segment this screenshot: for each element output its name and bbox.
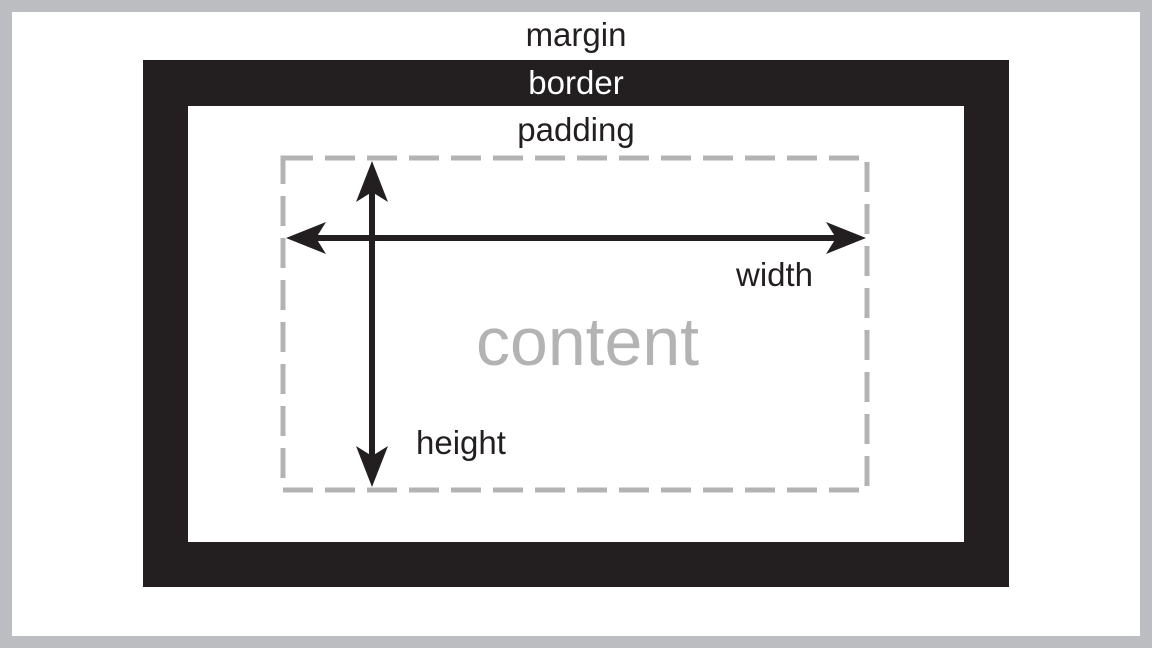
padding-label: padding bbox=[517, 111, 635, 148]
width-arrow bbox=[286, 222, 866, 254]
width-arrowhead-right bbox=[826, 222, 866, 254]
border-label: border bbox=[528, 64, 624, 101]
height-arrowhead-bottom bbox=[356, 446, 388, 487]
height-label: height bbox=[416, 424, 506, 461]
padding-area bbox=[188, 106, 964, 542]
content-area-outline bbox=[280, 155, 870, 493]
margin-label: margin bbox=[525, 16, 627, 53]
content-label: content bbox=[476, 304, 700, 380]
width-label: width bbox=[736, 256, 814, 293]
height-arrowhead-top bbox=[356, 161, 388, 202]
height-arrow bbox=[356, 161, 388, 487]
width-arrowhead-left bbox=[286, 222, 326, 254]
